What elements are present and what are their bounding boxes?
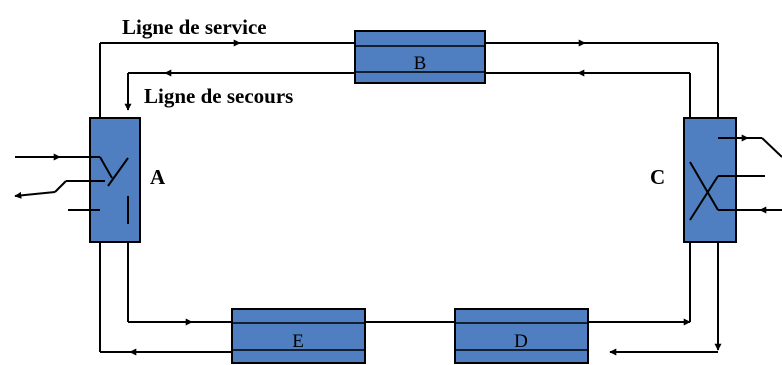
node-e-label: E xyxy=(292,331,304,352)
service-line-label: Ligne de service xyxy=(122,15,267,39)
backup-line xyxy=(124,69,691,326)
node-e: E xyxy=(231,308,366,364)
node-c-label: C xyxy=(650,165,665,189)
node-a-label: A xyxy=(150,165,166,189)
backup-line-label: Ligne de secours xyxy=(144,84,293,108)
node-b: B xyxy=(354,30,486,84)
node-a xyxy=(14,117,141,243)
node-d: D xyxy=(454,308,589,364)
node-d-label: D xyxy=(514,331,528,352)
node-c xyxy=(683,117,782,243)
node-b-label: B xyxy=(414,53,427,74)
